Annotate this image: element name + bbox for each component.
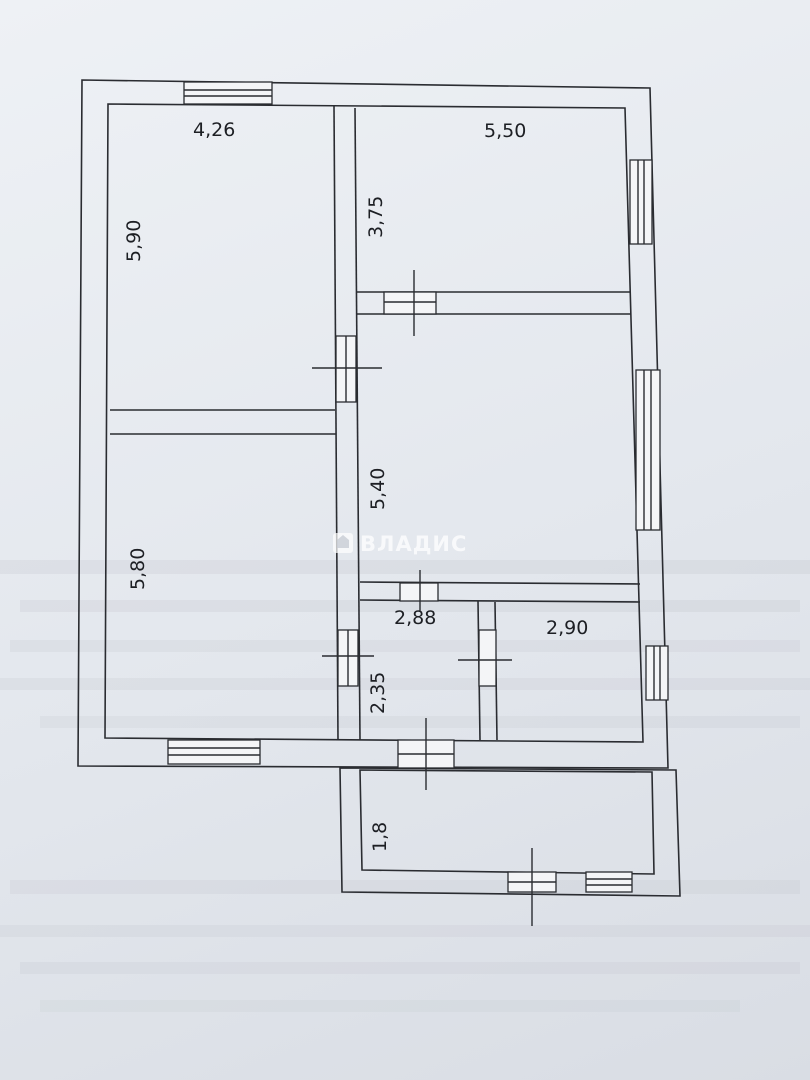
outer-wall	[77, 79, 669, 769]
dim-small-room-width: 2,88	[394, 607, 436, 629]
window-porch	[585, 871, 633, 893]
door-porch	[507, 848, 557, 926]
dim-left-lower-height: 5,80	[127, 548, 149, 590]
door-right-partition	[383, 270, 437, 336]
watermark: ВЛАДИС	[333, 532, 467, 556]
watermark-logo-icon	[333, 533, 353, 553]
dim-right-small-width: 2,90	[546, 617, 588, 639]
door-small-divider	[458, 629, 512, 687]
dim-top-left-width: 4,26	[193, 119, 235, 141]
dim-small-room-height: 2,35	[367, 672, 389, 714]
door-center-upper	[312, 335, 382, 403]
door-center-lower	[322, 629, 374, 687]
dim-left-upper-height: 5,90	[123, 220, 145, 262]
window-right-lower	[645, 645, 669, 701]
window-bottom-left	[167, 739, 261, 765]
dim-porch-height: 1,8	[369, 822, 391, 852]
doors	[312, 270, 557, 926]
dim-right-upper-height: 3,75	[365, 196, 387, 238]
door-small-top	[399, 570, 439, 612]
dim-top-right-width: 5,50	[484, 120, 526, 142]
center-partition	[333, 105, 361, 741]
watermark-text: ВЛАДИС	[360, 532, 467, 556]
background-ghost-text	[0, 560, 810, 1012]
left-horizontal-partition	[110, 409, 336, 435]
dim-center-height: 5,40	[367, 468, 389, 510]
porch-wall	[339, 767, 681, 897]
window-right-upper	[629, 159, 653, 245]
dimension-labels: 4,26 5,50 5,90 3,75 5,80 5,40 2,88 2,90 …	[123, 119, 588, 852]
door-bottom	[397, 718, 455, 790]
window-top	[183, 81, 273, 105]
window-right-middle	[635, 369, 661, 531]
windows	[167, 81, 669, 893]
